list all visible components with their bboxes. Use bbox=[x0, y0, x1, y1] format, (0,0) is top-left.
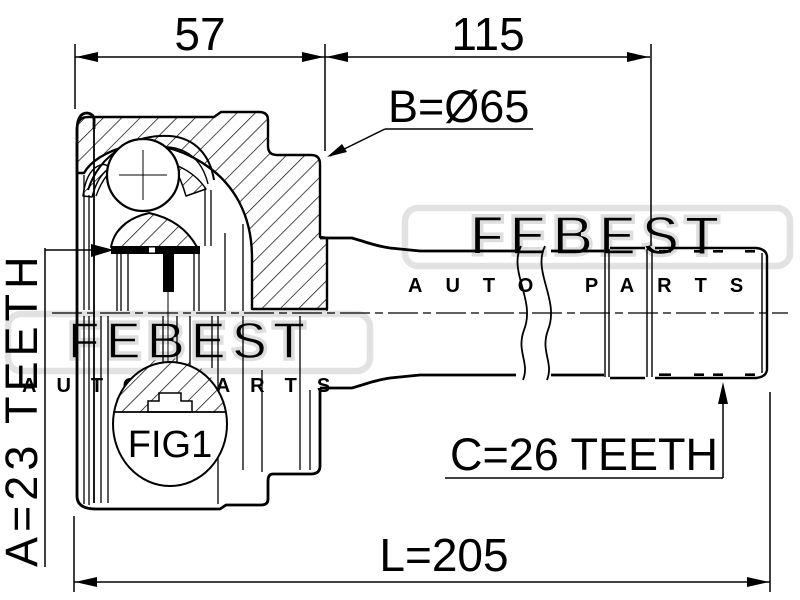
arrowhead bbox=[75, 577, 97, 587]
arrowhead bbox=[91, 244, 114, 257]
arrowhead bbox=[302, 52, 324, 62]
watermark-brand-text: FEBEST bbox=[67, 311, 310, 371]
watermark-right: FEBEST AUTO PARTS bbox=[401, 202, 794, 297]
break-line-right bbox=[540, 245, 552, 381]
shaft-bottom-edge bbox=[320, 373, 516, 390]
dim-c-label: C=26 TEETH bbox=[450, 429, 718, 480]
watermark-tagline-text: AUTO PARTS bbox=[408, 275, 766, 297]
dimension-l-total bbox=[73, 392, 771, 592]
dimension-b-diameter bbox=[327, 128, 533, 157]
dim-115-label: 115 bbox=[451, 8, 524, 60]
fig1-label: FIG1 bbox=[128, 424, 212, 466]
bearing-cage-arc-outer bbox=[87, 134, 215, 191]
ring-edges bbox=[610, 246, 645, 380]
dimension-c-spline bbox=[445, 382, 728, 479]
shaft-top-edge bbox=[320, 236, 516, 253]
fig1-keyway-notch bbox=[147, 392, 193, 413]
dimensions bbox=[44, 44, 771, 592]
arrowhead bbox=[747, 577, 769, 587]
shaft-mid-edges bbox=[551, 249, 604, 377]
arrowhead bbox=[327, 144, 347, 157]
dim-a-label: A=23 TEETH bbox=[0, 251, 47, 567]
cage-section-left bbox=[82, 163, 110, 198]
shaft-detail-lines bbox=[604, 249, 763, 377]
inner-race-section bbox=[110, 212, 198, 248]
drive-shaft bbox=[320, 236, 769, 390]
dim-57-label: 57 bbox=[174, 8, 225, 60]
fig1-hatched-half bbox=[113, 358, 227, 412]
dimension-57 bbox=[74, 44, 326, 151]
arrowhead bbox=[326, 52, 348, 62]
arrowhead bbox=[76, 52, 98, 62]
spline-end-outline bbox=[655, 246, 769, 380]
watermark-border bbox=[401, 204, 794, 270]
bell-outer-profile bbox=[75, 111, 322, 511]
spline-tooth-marks bbox=[659, 250, 755, 376]
hub-bore-lines bbox=[116, 188, 244, 311]
dim-l-label: L=205 bbox=[379, 529, 508, 581]
cv-joint-bell bbox=[75, 110, 329, 511]
arrowhead bbox=[627, 52, 649, 62]
watermark-brand-text: FEBEST bbox=[470, 204, 725, 268]
hub-spline-gap bbox=[149, 247, 155, 253]
dimension-a-spline bbox=[44, 244, 114, 567]
dimension-115 bbox=[325, 44, 652, 246]
fig1-balloon: FIG1 bbox=[112, 358, 228, 487]
break-line-left bbox=[516, 245, 528, 381]
arrowhead bbox=[718, 382, 728, 404]
hub-spline-bar bbox=[111, 246, 200, 254]
bell-sectioned-wall bbox=[75, 110, 329, 311]
dim-b-label: B=Ø65 bbox=[388, 81, 529, 132]
hub-keyway-section bbox=[163, 254, 174, 292]
